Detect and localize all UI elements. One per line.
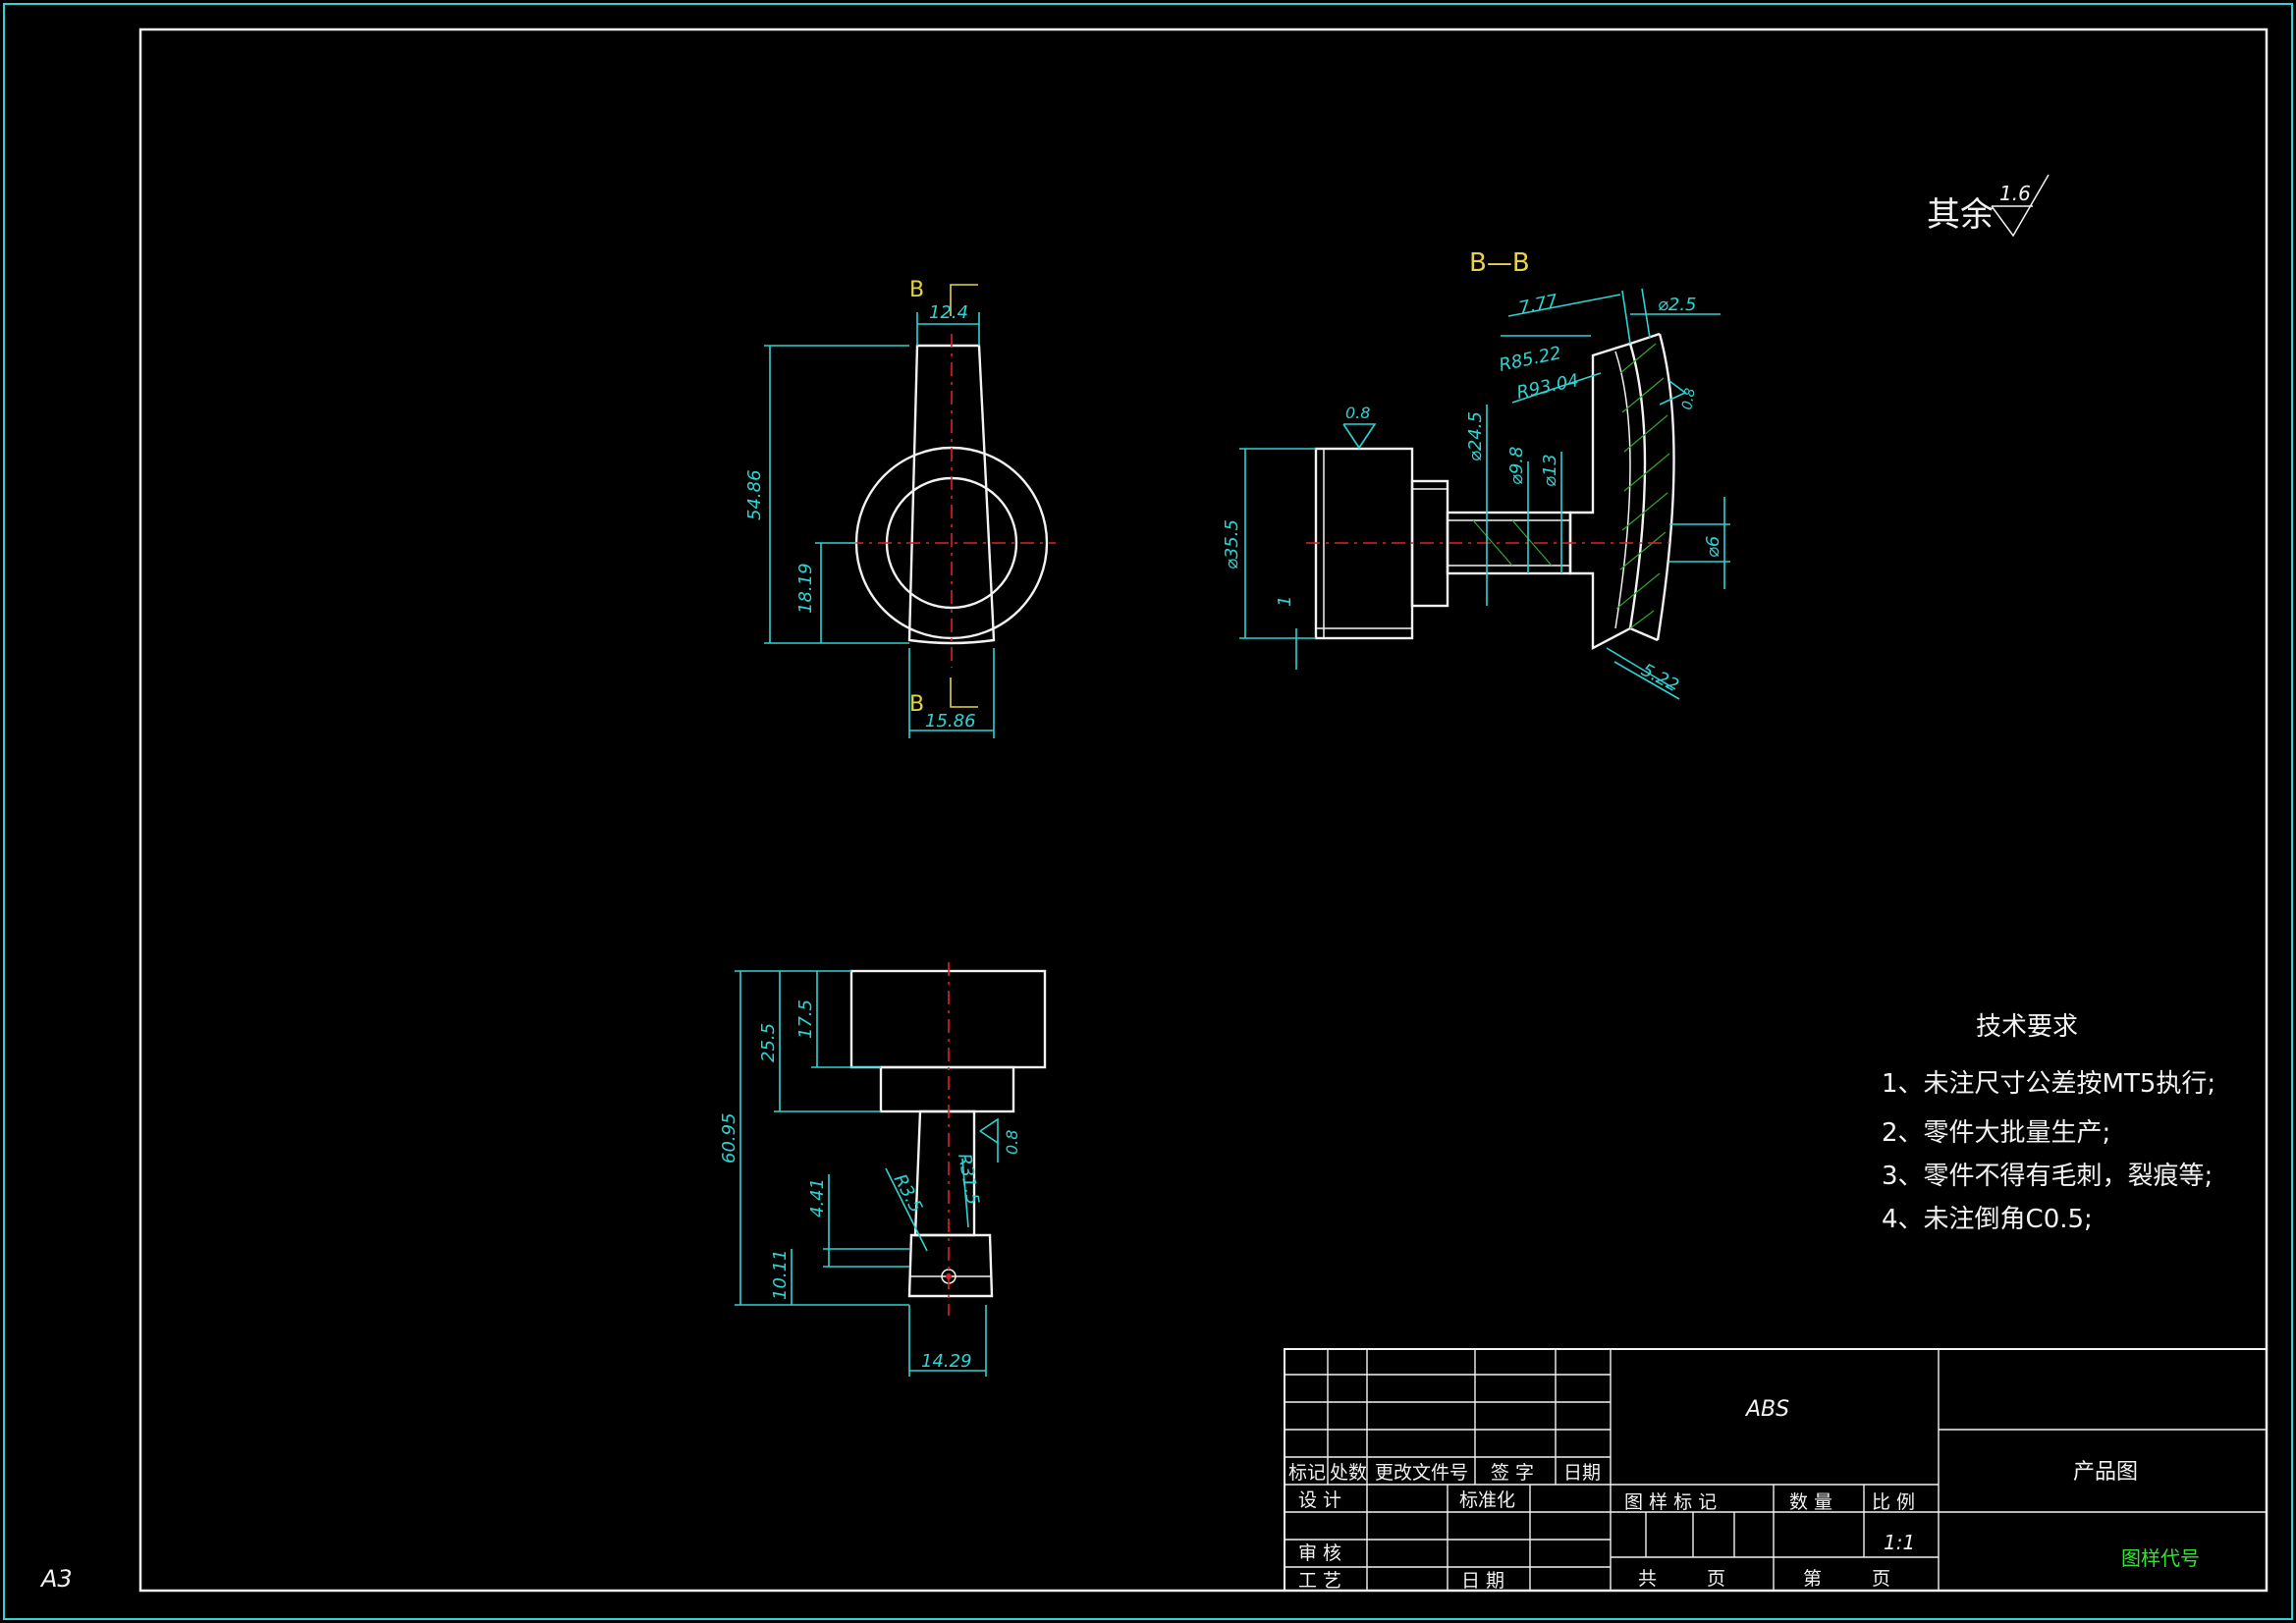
tb-scale-header: 比 例 — [1872, 1491, 1915, 1513]
tb-row-date: 日 期 — [1461, 1570, 1504, 1592]
finish-note-value: 1.6 — [1999, 182, 2031, 205]
section-dim-r-outer: R93.04 — [1515, 370, 1581, 404]
tb-total-label: 共 — [1638, 1568, 1657, 1590]
side-dim-lower: 10.11 — [770, 1249, 791, 1300]
front-dim-height: 54.86 — [744, 469, 765, 520]
tech-item: 1、未注尺寸公差按MT5执行; — [1882, 1069, 2215, 1099]
finish-note-prefix: 其余 — [1927, 195, 1994, 235]
outer-border — [3, 3, 2293, 1620]
side-dim-total: 60.95 — [719, 1112, 739, 1163]
section-dim-step: 1 — [1275, 596, 1295, 607]
tb-row-standard: 标准化 — [1459, 1489, 1515, 1511]
tb-row-review: 审 核 — [1298, 1542, 1341, 1564]
front-dim-bottom-width: 15.86 — [925, 711, 976, 731]
tb-header-file: 更改文件号 — [1375, 1462, 1468, 1484]
tech-item: 3、零件不得有毛刺，裂痕等; — [1882, 1162, 2213, 1191]
side-dim-cap: 17.5 — [795, 1000, 816, 1039]
tb-sheet-label: 页 — [1707, 1568, 1725, 1590]
section-marker-top: B — [909, 278, 924, 302]
section-dim-pin: ⌀2.5 — [1658, 295, 1696, 315]
section-dim-neck: ⌀24.5 — [1465, 411, 1486, 461]
front-dim-lower: 18.19 — [795, 563, 816, 614]
side-dim-mid: 4.41 — [807, 1178, 828, 1217]
tb-header-date: 日期 — [1563, 1462, 1601, 1484]
tb-marks-header: 图 样 标 记 — [1624, 1491, 1717, 1513]
tb-drawing-code-label: 图样代号 — [2121, 1546, 2200, 1570]
roughness-symbol-icon — [1342, 423, 1377, 450]
tb-product-name: 产品图 — [2073, 1460, 2138, 1485]
section-finish-b: 0.8 — [1679, 387, 1699, 411]
tech-title: 技术要求 — [1976, 1012, 2078, 1042]
title-block: 标记 处数 更改文件号 签 字 日期 设 计 标准化 审 核 工 艺 日 期 A… — [1284, 1348, 2268, 1592]
roughness-symbol-icon — [1991, 174, 2050, 238]
tb-header-count: 处数 — [1330, 1462, 1367, 1484]
tb-page-label: 页 — [1872, 1568, 1890, 1590]
section-dim-r-inner: R85.22 — [1498, 343, 1563, 376]
section-marker-bottom: B — [909, 692, 924, 717]
side-view: 60.95 25.5 17.5 4.41 10.11 14.29 R3.5 R3… — [719, 962, 1047, 1377]
tb-header-sign: 签 字 — [1491, 1462, 1534, 1484]
section-dim-top-thk: 7.77 — [1517, 291, 1560, 319]
tb-row-process: 工 艺 — [1298, 1570, 1341, 1592]
tb-qty-header: 数 量 — [1789, 1491, 1832, 1513]
inner-border — [138, 27, 2269, 1593]
tech-item: 2、零件大批量生产; — [1882, 1118, 2110, 1148]
section-title: B—B — [1469, 248, 1530, 278]
side-finish: 0.8 — [1003, 1130, 1021, 1155]
tb-scale-value: 1:1 — [1884, 1531, 1915, 1554]
front-dim-top-width: 12.4 — [929, 302, 968, 323]
section-view: B—B 0.8 — [1222, 248, 1730, 700]
side-dim-r-small: R3.5 — [890, 1170, 927, 1216]
paper-size-label: A3 — [39, 1565, 73, 1593]
hatch-pattern — [1472, 343, 1670, 629]
section-finish-a: 0.8 — [1345, 404, 1370, 422]
side-dim-r-large: R31.5 — [954, 1152, 983, 1206]
section-dim-shaft: ⌀9.8 — [1506, 447, 1527, 485]
tech-item: 4、未注倒角C0.5; — [1882, 1205, 2093, 1234]
roughness-symbol-icon — [1659, 380, 1687, 406]
tb-header-mark: 标记 — [1288, 1462, 1326, 1484]
tb-material: ABS — [1744, 1397, 1789, 1422]
section-dim-bottom-thk: 5.22 — [1638, 660, 1682, 696]
side-dim-upper: 25.5 — [758, 1023, 779, 1062]
tb-row-design: 设 计 — [1298, 1489, 1341, 1511]
side-dim-width: 14.29 — [921, 1351, 972, 1372]
tb-no-label: 第 — [1803, 1568, 1822, 1590]
tech-requirements: 技术要求 1、未注尺寸公差按MT5执行; 2、零件大批量生产; 3、零件不得有毛… — [1882, 1012, 2215, 1234]
section-dim-hub: ⌀13 — [1540, 454, 1560, 487]
section-dim-hole: ⌀6 — [1703, 536, 1723, 558]
surface-finish-note: 其余 1.6 — [1927, 174, 2050, 238]
section-dim-outer: ⌀35.5 — [1222, 519, 1242, 569]
roughness-symbol-icon — [979, 1117, 999, 1145]
front-view: B B 12.4 54.86 18.19 15.86 — [744, 278, 1056, 738]
